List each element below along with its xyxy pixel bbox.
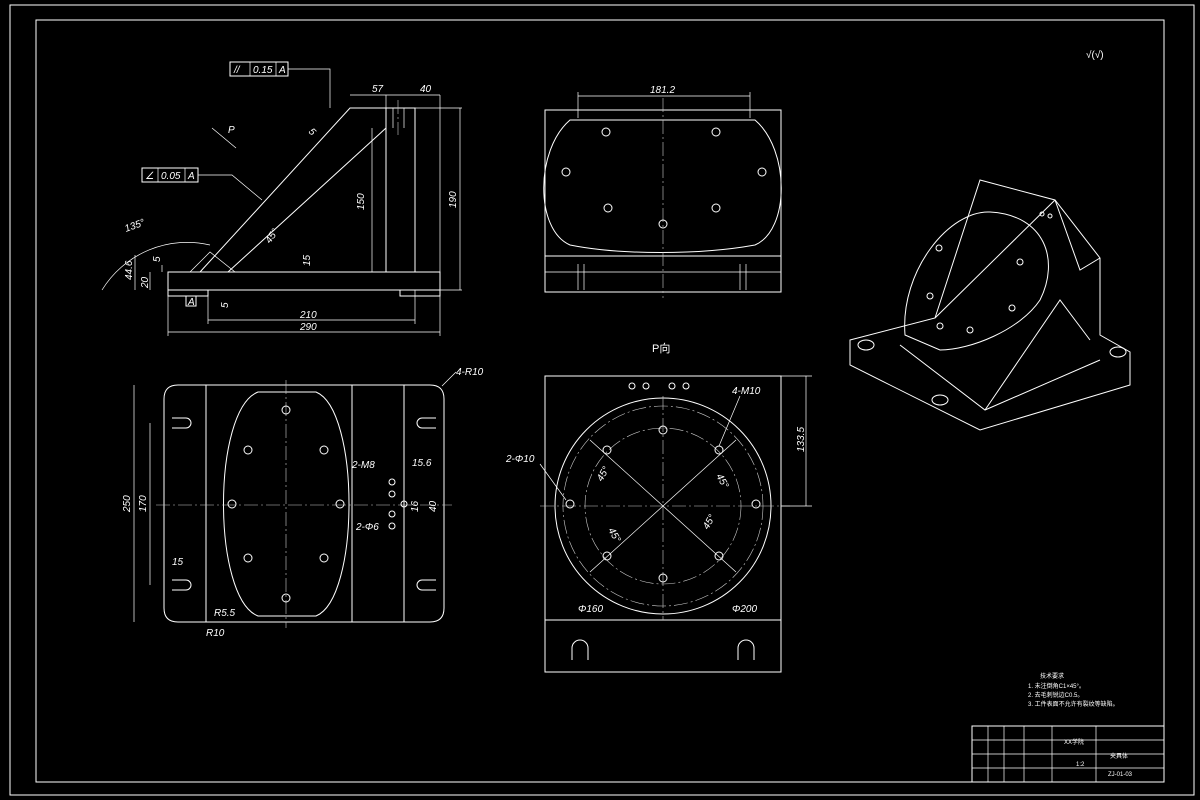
label-2-phi6: 2-Φ6 bbox=[355, 522, 379, 533]
note-1: 1. 未注倒角C1×45°。 bbox=[1028, 682, 1085, 690]
school-name: XX学院 bbox=[1064, 738, 1084, 746]
svg-text:∠: ∠ bbox=[145, 171, 154, 182]
svg-text://: // bbox=[233, 65, 241, 76]
dim-44-6: 44.6 bbox=[124, 260, 135, 280]
title-block: XX学院 夹具体 1:2 ZJ-01-03 bbox=[971, 725, 1165, 783]
plan-view: 250 170 15 R5.5 R10 4-R10 2-M8 2-Φ6 15.6… bbox=[122, 367, 484, 639]
datum-a-box bbox=[185, 295, 197, 307]
label-2-m8: 2-M8 bbox=[351, 460, 375, 471]
dim-15: 15 bbox=[302, 254, 313, 266]
svg-text:0.05: 0.05 bbox=[161, 171, 181, 182]
base-plate-section bbox=[167, 271, 441, 291]
dim-57: 57 bbox=[372, 84, 384, 95]
dim-r10: R10 bbox=[206, 628, 225, 639]
dim-5-bottom: 5 bbox=[220, 302, 231, 308]
label-4-r10: 4-R10 bbox=[456, 367, 484, 378]
svg-text:A: A bbox=[278, 65, 286, 76]
dim-20: 20 bbox=[140, 276, 151, 289]
part-name: 夹具体 bbox=[1110, 752, 1128, 760]
dim-15-plan: 15 bbox=[172, 557, 184, 568]
dim-40: 40 bbox=[420, 84, 432, 95]
dim-r5-5: R5.5 bbox=[214, 608, 236, 619]
svg-text:0.15: 0.15 bbox=[253, 65, 273, 76]
drawing-number: ZJ-01-03 bbox=[1108, 772, 1133, 778]
dim-40-plan: 40 bbox=[428, 500, 439, 512]
angle-label-3: 45° bbox=[605, 526, 622, 545]
note-2: 2. 去毛刺锐边C0.5。 bbox=[1028, 691, 1083, 699]
dim-290: 290 bbox=[299, 322, 317, 333]
dim-15-6: 15.6 bbox=[412, 458, 432, 469]
svg-text:A: A bbox=[187, 297, 195, 308]
dim-phi200: Φ200 bbox=[732, 604, 757, 615]
label-4-m10: 4-M10 bbox=[732, 386, 761, 397]
angle-label-2: 45° bbox=[713, 472, 730, 491]
angle-label-4: 45° bbox=[701, 513, 718, 532]
dim-16: 16 bbox=[410, 500, 421, 512]
dim-phi160: Φ160 bbox=[578, 604, 603, 615]
roughness-symbol: √(√) bbox=[1086, 49, 1104, 61]
svg-text:A: A bbox=[187, 171, 195, 182]
dim-250: 250 bbox=[122, 495, 133, 513]
note-3: 3. 工件表面不允许有裂纹等缺陷。 bbox=[1028, 700, 1119, 708]
vertical-wall-section bbox=[385, 107, 416, 273]
dim-135-deg: 135° bbox=[123, 217, 146, 234]
top-view: 181.2 bbox=[543, 85, 782, 298]
dim-181-2: 181.2 bbox=[650, 85, 675, 96]
dim-45-deg: 45° bbox=[263, 227, 281, 246]
label-2-phi10: 2-Φ10 bbox=[505, 454, 535, 465]
notes-heading: 技术要求 bbox=[1040, 672, 1064, 680]
dim-5-left: 5 bbox=[152, 256, 163, 262]
dim-133-5: 133.5 bbox=[796, 427, 807, 452]
outer-frame bbox=[9, 4, 1195, 796]
dim-150: 150 bbox=[356, 193, 367, 210]
p-direction-view: P向 133.5 4-M10 2-Φ10 Φ160 Φ200 45° 45° 4… bbox=[505, 341, 812, 673]
dim-210: 210 bbox=[299, 310, 317, 321]
angle-label-1: 45° bbox=[595, 465, 612, 484]
isometric-view bbox=[849, 179, 1131, 431]
dim-170: 170 bbox=[138, 495, 149, 512]
scale: 1:2 bbox=[1076, 762, 1085, 768]
p-view-title: P向 bbox=[652, 341, 670, 355]
front-section-view: 57 40 150 190 210 290 135° 44.6 20 5 5 5… bbox=[101, 61, 462, 336]
dim-190: 190 bbox=[448, 191, 459, 208]
dim-5-top: 5 bbox=[306, 126, 318, 138]
inner-frame bbox=[35, 19, 1165, 783]
view-arrow-p: P bbox=[228, 125, 235, 136]
technical-notes: 技术要求 1. 未注倒角C1×45°。 2. 去毛刺锐边C0.5。 3. 工件表… bbox=[1028, 672, 1119, 708]
